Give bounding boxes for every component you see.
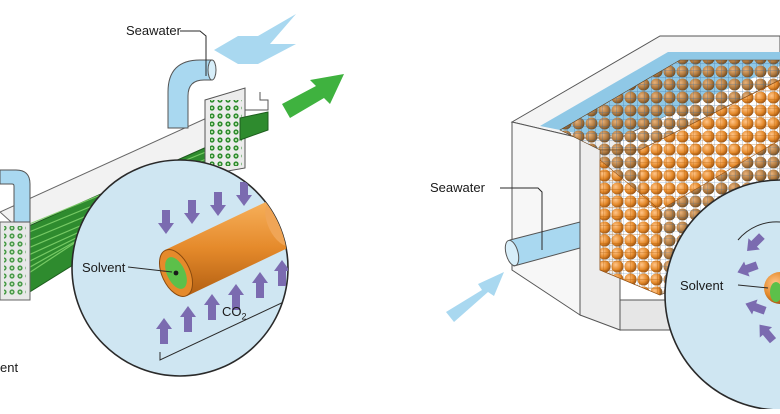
- left-seawater-pipe: [0, 169, 31, 223]
- co2-text: CO: [222, 304, 242, 319]
- co2-subscript: 2: [241, 311, 247, 322]
- left-solvent-label: Solvent: [82, 260, 126, 275]
- tank-left-wall: [511, 121, 581, 316]
- co2-bracket: [159, 292, 288, 361]
- right-seawater-flow-arrow: [446, 272, 504, 322]
- co2-arrows-top: [158, 182, 252, 234]
- right-seawater-leader: [500, 187, 543, 250]
- co2-label: CO2: [222, 304, 247, 322]
- left-seawater-leader: [180, 30, 207, 76]
- co2-arrows-bottom: [156, 260, 288, 344]
- right-co2-arrows: [737, 233, 777, 344]
- seawater-flow-arrow: [214, 14, 296, 64]
- co2-flow-arrow: [282, 74, 344, 118]
- left-cutoff-label: ent: [0, 360, 19, 375]
- co2-outlet-pipe: [239, 111, 269, 141]
- left-magnifier: [71, 159, 289, 377]
- right-seawater-label: Seawater: [430, 180, 485, 195]
- right-contactor-tank: [504, 35, 780, 331]
- left-seawater-label: Seawater: [126, 23, 181, 38]
- right-solvent-label: Solvent: [680, 278, 724, 293]
- right-magnifier: [664, 179, 780, 411]
